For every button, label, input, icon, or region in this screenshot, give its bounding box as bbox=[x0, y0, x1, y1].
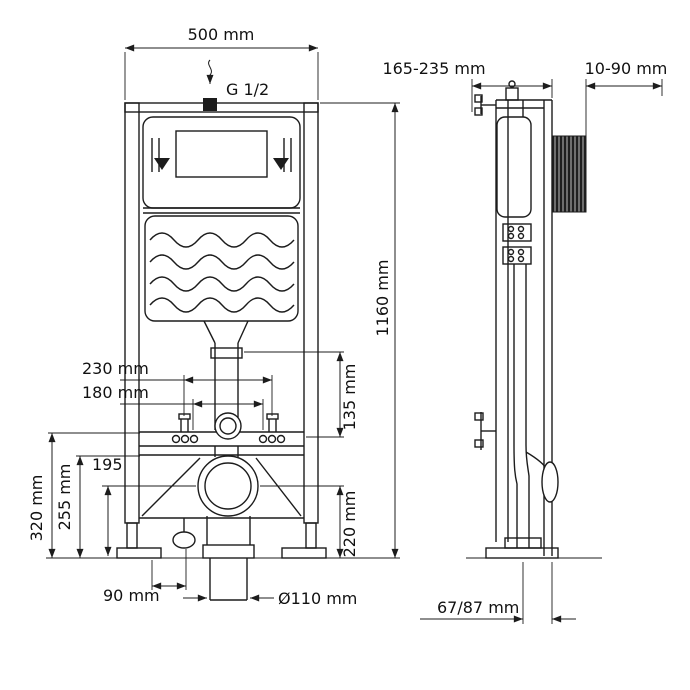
clip-mark-right bbox=[273, 158, 289, 170]
wall-block bbox=[552, 135, 587, 213]
dim-230 bbox=[120, 375, 273, 416]
flush-plate-opening bbox=[175, 130, 268, 178]
side-wall-brackets bbox=[474, 94, 496, 450]
dim-67-87 bbox=[420, 562, 576, 624]
water-wave-2 bbox=[149, 254, 295, 270]
dim-500-label: 500 mm bbox=[188, 25, 255, 44]
wall-outlet bbox=[541, 461, 559, 503]
dim-135 bbox=[244, 351, 344, 438]
trap-connector bbox=[172, 531, 196, 549]
water-wave-1 bbox=[149, 232, 295, 248]
dim-135-label: 135 mm bbox=[340, 364, 359, 431]
dim-500 bbox=[124, 44, 319, 100]
dim-255-label: 255 mm bbox=[55, 464, 74, 531]
front-frame bbox=[116, 102, 327, 559]
dim-1160 bbox=[320, 102, 400, 558]
dim-67-87-label: 67/87 mm bbox=[437, 598, 519, 617]
dim-255 bbox=[76, 455, 140, 558]
dim-10-90-label: 10-90 mm bbox=[585, 59, 668, 78]
water-tank bbox=[144, 215, 299, 322]
side-view: 165-235 mm 10-90 mm 67/87 mm bbox=[382, 59, 667, 624]
clip-mark-left bbox=[154, 158, 170, 170]
dim-180-label: 180 mm bbox=[82, 383, 149, 402]
front-view: 500 mm G 1/2 1160 mm 230 mm 180 mm bbox=[27, 25, 400, 608]
dim-320 bbox=[48, 432, 140, 558]
dim-165-235-label: 165-235 mm bbox=[382, 59, 485, 78]
dim-10-90 bbox=[585, 79, 663, 136]
dim-195 bbox=[102, 485, 196, 556]
inlet-thread-label: G 1/2 bbox=[226, 80, 269, 99]
drain-assembly bbox=[139, 446, 304, 601]
inlet-elbow bbox=[214, 412, 242, 440]
dim-230-label: 230 mm bbox=[82, 359, 149, 378]
dim-90 bbox=[151, 549, 187, 590]
dim-180 bbox=[120, 399, 264, 430]
dim-1160-label: 1160 mm bbox=[373, 260, 392, 337]
dim-195-label: 195 bbox=[92, 455, 123, 474]
dim-110-label: Ø110 mm bbox=[278, 589, 357, 608]
drain-socket bbox=[197, 455, 259, 517]
side-drain bbox=[504, 444, 559, 549]
flush-pipe-coupling bbox=[210, 347, 243, 359]
dim-90-label: 90 mm bbox=[103, 586, 160, 605]
front-cistern-module bbox=[142, 116, 301, 430]
dim-320-label: 320 mm bbox=[27, 475, 46, 542]
water-inlet-arrow-icon bbox=[206, 59, 214, 84]
dim-220-label: 220 mm bbox=[340, 491, 359, 558]
water-wave-3 bbox=[149, 276, 295, 292]
side-cistern bbox=[496, 80, 532, 445]
water-inlet-fitting bbox=[203, 98, 217, 111]
water-wave-4 bbox=[149, 297, 295, 313]
dim-165-235 bbox=[471, 79, 553, 112]
dim-220 bbox=[260, 485, 344, 558]
mounting-bar bbox=[139, 412, 304, 447]
